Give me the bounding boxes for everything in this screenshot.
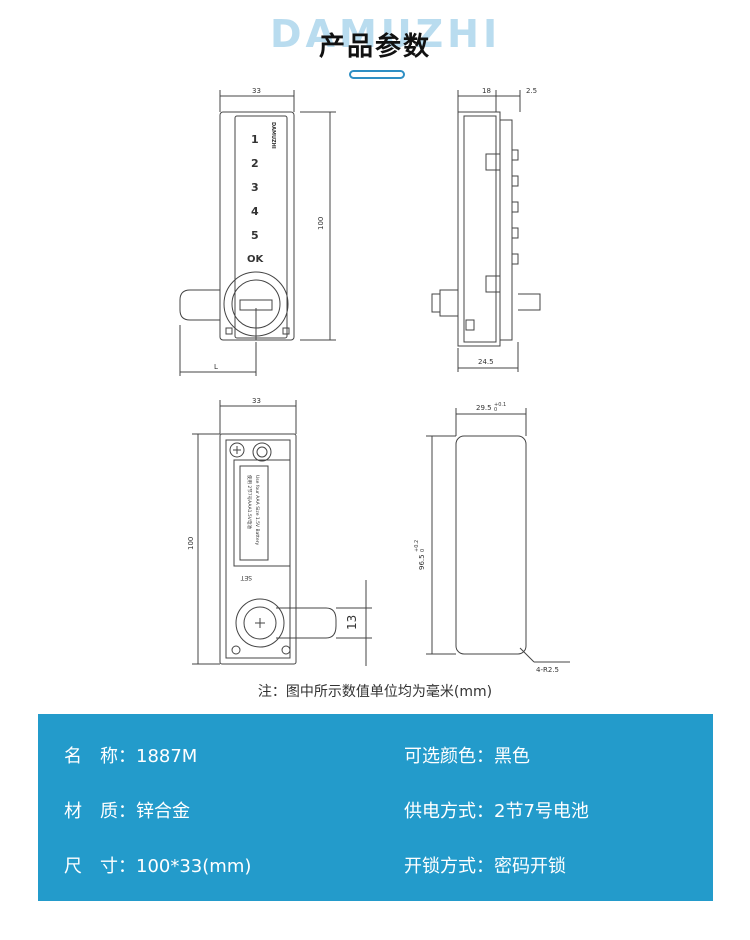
spec-label: 供电方式： (404, 801, 494, 822)
front-brand-text: DAMUZHI (270, 122, 276, 149)
side-top-left-dim: 18 (482, 87, 491, 95)
cover-height-dim: 96.5 (418, 554, 426, 570)
spec-value: 100*33(mm) (136, 856, 252, 877)
side-view (431, 90, 541, 372)
spec-value: 锌合金 (136, 801, 190, 822)
spec-value: 2节7号电池 (494, 801, 589, 822)
spec-name: 名 称：1887M (64, 742, 197, 768)
cover-height-tol-lower: 0 (420, 549, 426, 552)
drawing-labels: 33 100 L DAMUZHI 1 2 3 4 5 OK 18 2.5 24.… (187, 87, 559, 674)
spec-color: 可选颜色：黑色 (404, 742, 530, 768)
front-view (179, 90, 336, 376)
side-top-right-dim: 2.5 (526, 87, 537, 95)
cover-radius-label: 4-R2.5 (536, 666, 559, 674)
key-2: 2 (251, 157, 259, 170)
key-ok: OK (247, 254, 265, 265)
drawings-svg: 33 100 L DAMUZHI 1 2 3 4 5 OK 18 2.5 24.… (179, 87, 570, 674)
header: DAMUZHI 产品参数 (0, 0, 750, 90)
spec-label: 名 称： (64, 746, 136, 767)
cover-width-tol-lower: 0 (494, 407, 497, 413)
units-note: 注：图中所示数值单位均为毫米(mm) (257, 684, 493, 700)
spec-label: 尺 寸： (64, 856, 136, 877)
back-set-label: SET (240, 574, 252, 581)
back-label-text-2: Use four AAA Size 1.5V Battery (254, 475, 260, 546)
spec-label: 开锁方式： (404, 856, 494, 877)
front-length-dim: L (214, 363, 218, 371)
spec-label: 可选颜色： (404, 746, 494, 767)
back-width-dim: 33 (252, 397, 261, 405)
cover-width-tol-upper: +0.1 (494, 402, 506, 408)
spec-value: 密码开锁 (494, 856, 566, 877)
technical-drawings: 33 100 L DAMUZHI 1 2 3 4 5 OK 18 2.5 24.… (0, 80, 750, 680)
spec-label: 材 质： (64, 801, 136, 822)
brand-watermark: DAMUZHI (270, 12, 502, 56)
cover-height-tol-upper: +0.2 (414, 540, 420, 552)
spec-power: 供电方式：2节7号电池 (404, 797, 589, 823)
spec-unlock-method: 开锁方式：密码开锁 (404, 852, 566, 878)
back-label-text-1: 使用 2节7号AAA1.5V电池 (246, 475, 253, 529)
key-5: 5 (251, 229, 259, 242)
key-1: 1 (251, 133, 259, 146)
title-underline (349, 70, 405, 79)
back-handle-dim: 13 (345, 615, 359, 630)
back-height-dim: 100 (187, 537, 195, 550)
spec-panel: 名 称：1887M 可选颜色：黑色 材 质：锌合金 供电方式：2节7号电池 尺 … (38, 714, 713, 901)
page-title: 产品参数 (318, 32, 431, 62)
cover-width-dim: 29.5 (476, 404, 492, 412)
front-height-dim: 100 (317, 217, 325, 230)
cover-view (426, 408, 570, 663)
key-3: 3 (251, 181, 259, 194)
side-bottom-dim: 24.5 (478, 358, 494, 366)
front-width-dim: 33 (252, 87, 261, 95)
spec-material: 材 质：锌合金 (64, 797, 190, 823)
key-4: 4 (251, 205, 259, 218)
spec-value: 1887M (136, 746, 198, 767)
spec-value: 黑色 (494, 746, 530, 767)
back-view (192, 400, 372, 666)
spec-size: 尺 寸：100*33(mm) (64, 852, 251, 878)
